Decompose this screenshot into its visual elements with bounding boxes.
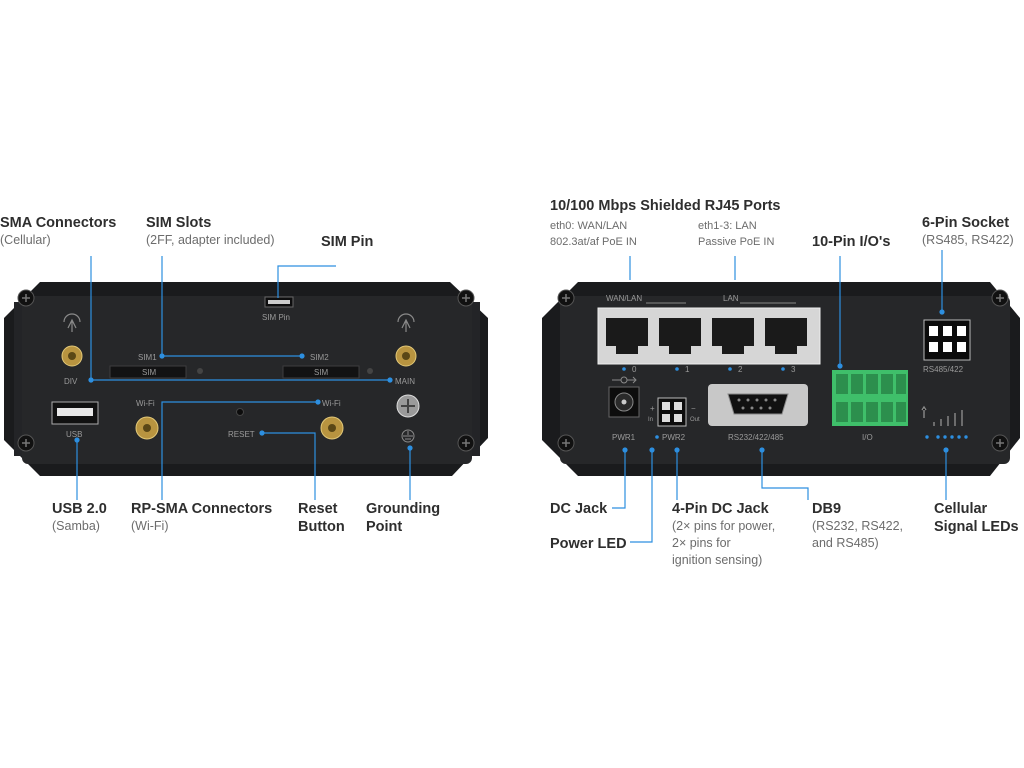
ground-title: Grounding bbox=[366, 501, 441, 517]
ground-callout: Grounding Point bbox=[366, 500, 440, 536]
sma-connector-main bbox=[395, 345, 417, 367]
pwr2-text: PWR2 bbox=[662, 433, 686, 442]
grounding-screw bbox=[396, 394, 420, 418]
minus-text: − bbox=[691, 404, 696, 413]
dc-polarity-icon bbox=[612, 376, 637, 384]
eth1-b: Passive PoE IN bbox=[698, 236, 775, 248]
six-pin-socket bbox=[923, 319, 971, 361]
sim-slots-sub: (2FF, adapter included) bbox=[146, 233, 275, 247]
port2-text: 2 bbox=[738, 365, 743, 374]
reset-text: RESET bbox=[228, 430, 255, 439]
socket-sub: (RS485, RS422) bbox=[922, 233, 1014, 247]
io-terminal-block bbox=[832, 370, 908, 426]
wifi-a-text: Wi-Fi bbox=[136, 399, 155, 408]
sma-sub: (Cellular) bbox=[0, 233, 51, 247]
lan-text: LAN bbox=[723, 294, 739, 303]
sim-pin-callout: SIM Pin bbox=[321, 233, 373, 251]
powerled-callout: Power LED bbox=[550, 535, 627, 553]
antenna-icon bbox=[63, 313, 81, 332]
left-device-panel: SIM Pin SIM1 SIM2 SIM SIM DIV MAIN USB W… bbox=[4, 282, 488, 476]
wan-lan-text: WAN/LAN bbox=[606, 294, 642, 303]
port3-text: 3 bbox=[791, 365, 796, 374]
sim-a-text: SIM bbox=[142, 368, 157, 377]
usb-port bbox=[51, 401, 99, 425]
ground-title2: Point bbox=[366, 519, 403, 535]
callout-lines bbox=[74, 250, 949, 543]
sim-slots-title: SIM Slots bbox=[146, 215, 212, 231]
sim-pin-text: SIM Pin bbox=[262, 313, 290, 322]
reset-title: Reset bbox=[298, 501, 338, 517]
rpsma-callout: RP-SMA Connectors (Wi-Fi) bbox=[131, 500, 272, 535]
out-text: Out bbox=[690, 417, 700, 423]
db9-callout: DB9 (RS232, RS422, and RS485) bbox=[812, 500, 903, 552]
usb-title: USB 2.0 bbox=[52, 501, 107, 517]
reset-title2: Button bbox=[298, 519, 345, 535]
signal-bars-icon bbox=[921, 405, 963, 426]
eth0-note: eth0: WAN/LAN 802.3at/af PoE IN bbox=[550, 218, 637, 250]
io-callout: 10-Pin I/O's bbox=[812, 233, 890, 251]
eth0-b: 802.3at/af PoE IN bbox=[550, 236, 637, 248]
db9-sub1: (RS232, RS422, bbox=[812, 519, 904, 533]
plus-text: + bbox=[650, 404, 655, 413]
rpsma-title: RP-SMA Connectors bbox=[131, 501, 273, 517]
db9-title: DB9 bbox=[812, 501, 842, 517]
pwr1-text: PWR1 bbox=[612, 433, 636, 442]
fourpin-callout: 4-Pin DC Jack (2× pins for power, 2× pin… bbox=[672, 500, 775, 569]
fourpin-sub2: 2× pins for bbox=[672, 536, 731, 550]
usb-callout: USB 2.0 (Samba) bbox=[52, 500, 107, 535]
right-device-panel: WAN/LAN LAN 0 1 2 3 PWR1 PWR2 + − In Out… bbox=[542, 282, 1020, 476]
port1-text: 1 bbox=[685, 365, 690, 374]
socket-title: 6-Pin Socket bbox=[922, 215, 1010, 231]
main-text: MAIN bbox=[395, 377, 415, 386]
rpsma-connector-left bbox=[135, 416, 159, 440]
port0-text: 0 bbox=[632, 365, 637, 374]
sim-slots-callout: SIM Slots (2FF, adapter included) bbox=[146, 214, 275, 249]
sma-title: SMA Connectors bbox=[0, 215, 117, 231]
powerled-title: Power LED bbox=[550, 536, 627, 552]
rj45-title: 10/100 Mbps Shielded RJ45 Ports bbox=[550, 198, 781, 214]
io-title: 10-Pin I/O's bbox=[812, 234, 891, 250]
in-text: In bbox=[648, 417, 653, 423]
eth1-a: eth1-3: LAN bbox=[698, 220, 757, 232]
eth1-note: eth1-3: LAN Passive PoE IN bbox=[698, 218, 774, 250]
rj45-callout: 10/100 Mbps Shielded RJ45 Ports bbox=[550, 197, 780, 215]
signal-callout: Cellular Signal LEDs bbox=[934, 500, 1019, 536]
fourpin-sub3: ignition sensing) bbox=[672, 553, 763, 567]
rj45-block bbox=[597, 302, 821, 365]
db9-port bbox=[708, 384, 808, 426]
reset-callout: Reset Button bbox=[298, 500, 345, 536]
db9-sub2: and RS485) bbox=[812, 536, 879, 550]
ground-icon bbox=[401, 429, 415, 443]
four-pin-dc-jack bbox=[657, 397, 687, 427]
dcjack-title: DC Jack bbox=[550, 501, 608, 517]
io-text: I/O bbox=[862, 433, 873, 442]
usb-text: USB bbox=[66, 430, 82, 439]
rs232-text: RS232/422/485 bbox=[728, 433, 784, 442]
wifi-b-text: Wi-Fi bbox=[322, 399, 341, 408]
rpsma-connector-right bbox=[320, 416, 344, 440]
sma-connectors-callout: SMA Connectors (Cellular) bbox=[0, 214, 116, 249]
eth0-a: eth0: WAN/LAN bbox=[550, 220, 628, 232]
sim2-text: SIM2 bbox=[310, 353, 329, 362]
dc-jack bbox=[608, 386, 640, 418]
signal-title: Cellular bbox=[934, 501, 988, 517]
sim-pin-title: SIM Pin bbox=[321, 234, 374, 250]
sim1-text: SIM1 bbox=[138, 353, 157, 362]
sma-connector-div bbox=[61, 345, 83, 367]
usb-sub: (Samba) bbox=[52, 519, 100, 533]
socket-callout: 6-Pin Socket (RS485, RS422) bbox=[922, 214, 1014, 249]
fourpin-sub1: (2× pins for power, bbox=[672, 519, 776, 533]
signal-title2: Signal LEDs bbox=[934, 519, 1019, 535]
rs485-text: RS485/422 bbox=[923, 365, 964, 374]
rpsma-sub: (Wi-Fi) bbox=[131, 519, 169, 533]
fourpin-title: 4-Pin DC Jack bbox=[672, 501, 769, 517]
antenna-icon bbox=[397, 313, 415, 332]
sim-b-text: SIM bbox=[314, 368, 329, 377]
div-text: DIV bbox=[64, 377, 78, 386]
dcjack-callout: DC Jack bbox=[550, 500, 607, 518]
